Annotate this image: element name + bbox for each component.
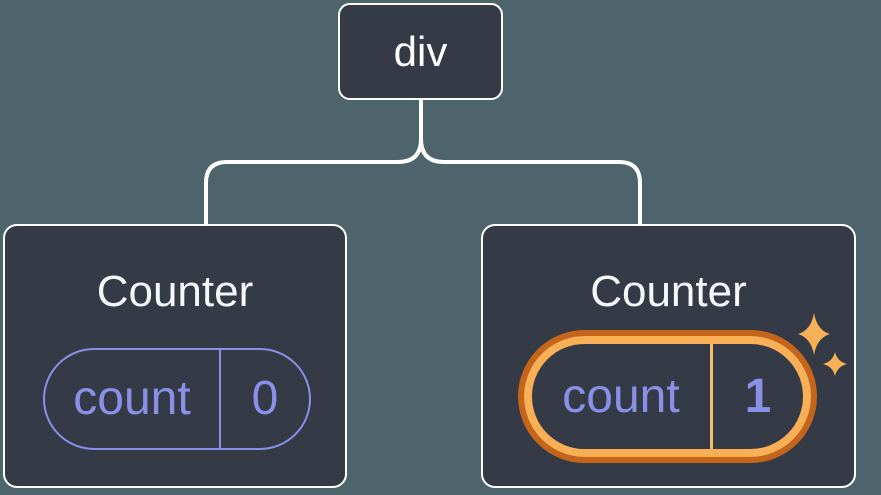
state-pill-value-segment: 0	[221, 350, 309, 448]
sparkle-stars-icon	[798, 313, 847, 376]
state-key-label: count	[73, 372, 191, 425]
tree-node-div: div	[338, 3, 503, 100]
state-pill-value-segment: 1	[713, 344, 803, 449]
state-value-label: 1	[744, 369, 772, 423]
state-key-label: count	[562, 369, 680, 423]
state-value-label: 0	[251, 372, 279, 425]
counter-card-right: Counter count 1	[481, 224, 856, 488]
state-pill-highlight-ring: count 1	[524, 336, 811, 457]
tree-node-div-label: div	[393, 27, 448, 75]
counter-title: Counter	[590, 267, 747, 316]
state-pill-key-segment: count	[532, 344, 713, 449]
counter-title: Counter	[96, 267, 254, 316]
state-pill-highlighted: count 1	[518, 330, 817, 463]
counter-card-left: Counter count 0	[3, 224, 347, 488]
state-pill-key-segment: count	[45, 350, 221, 448]
state-pill: count 0	[43, 348, 311, 450]
